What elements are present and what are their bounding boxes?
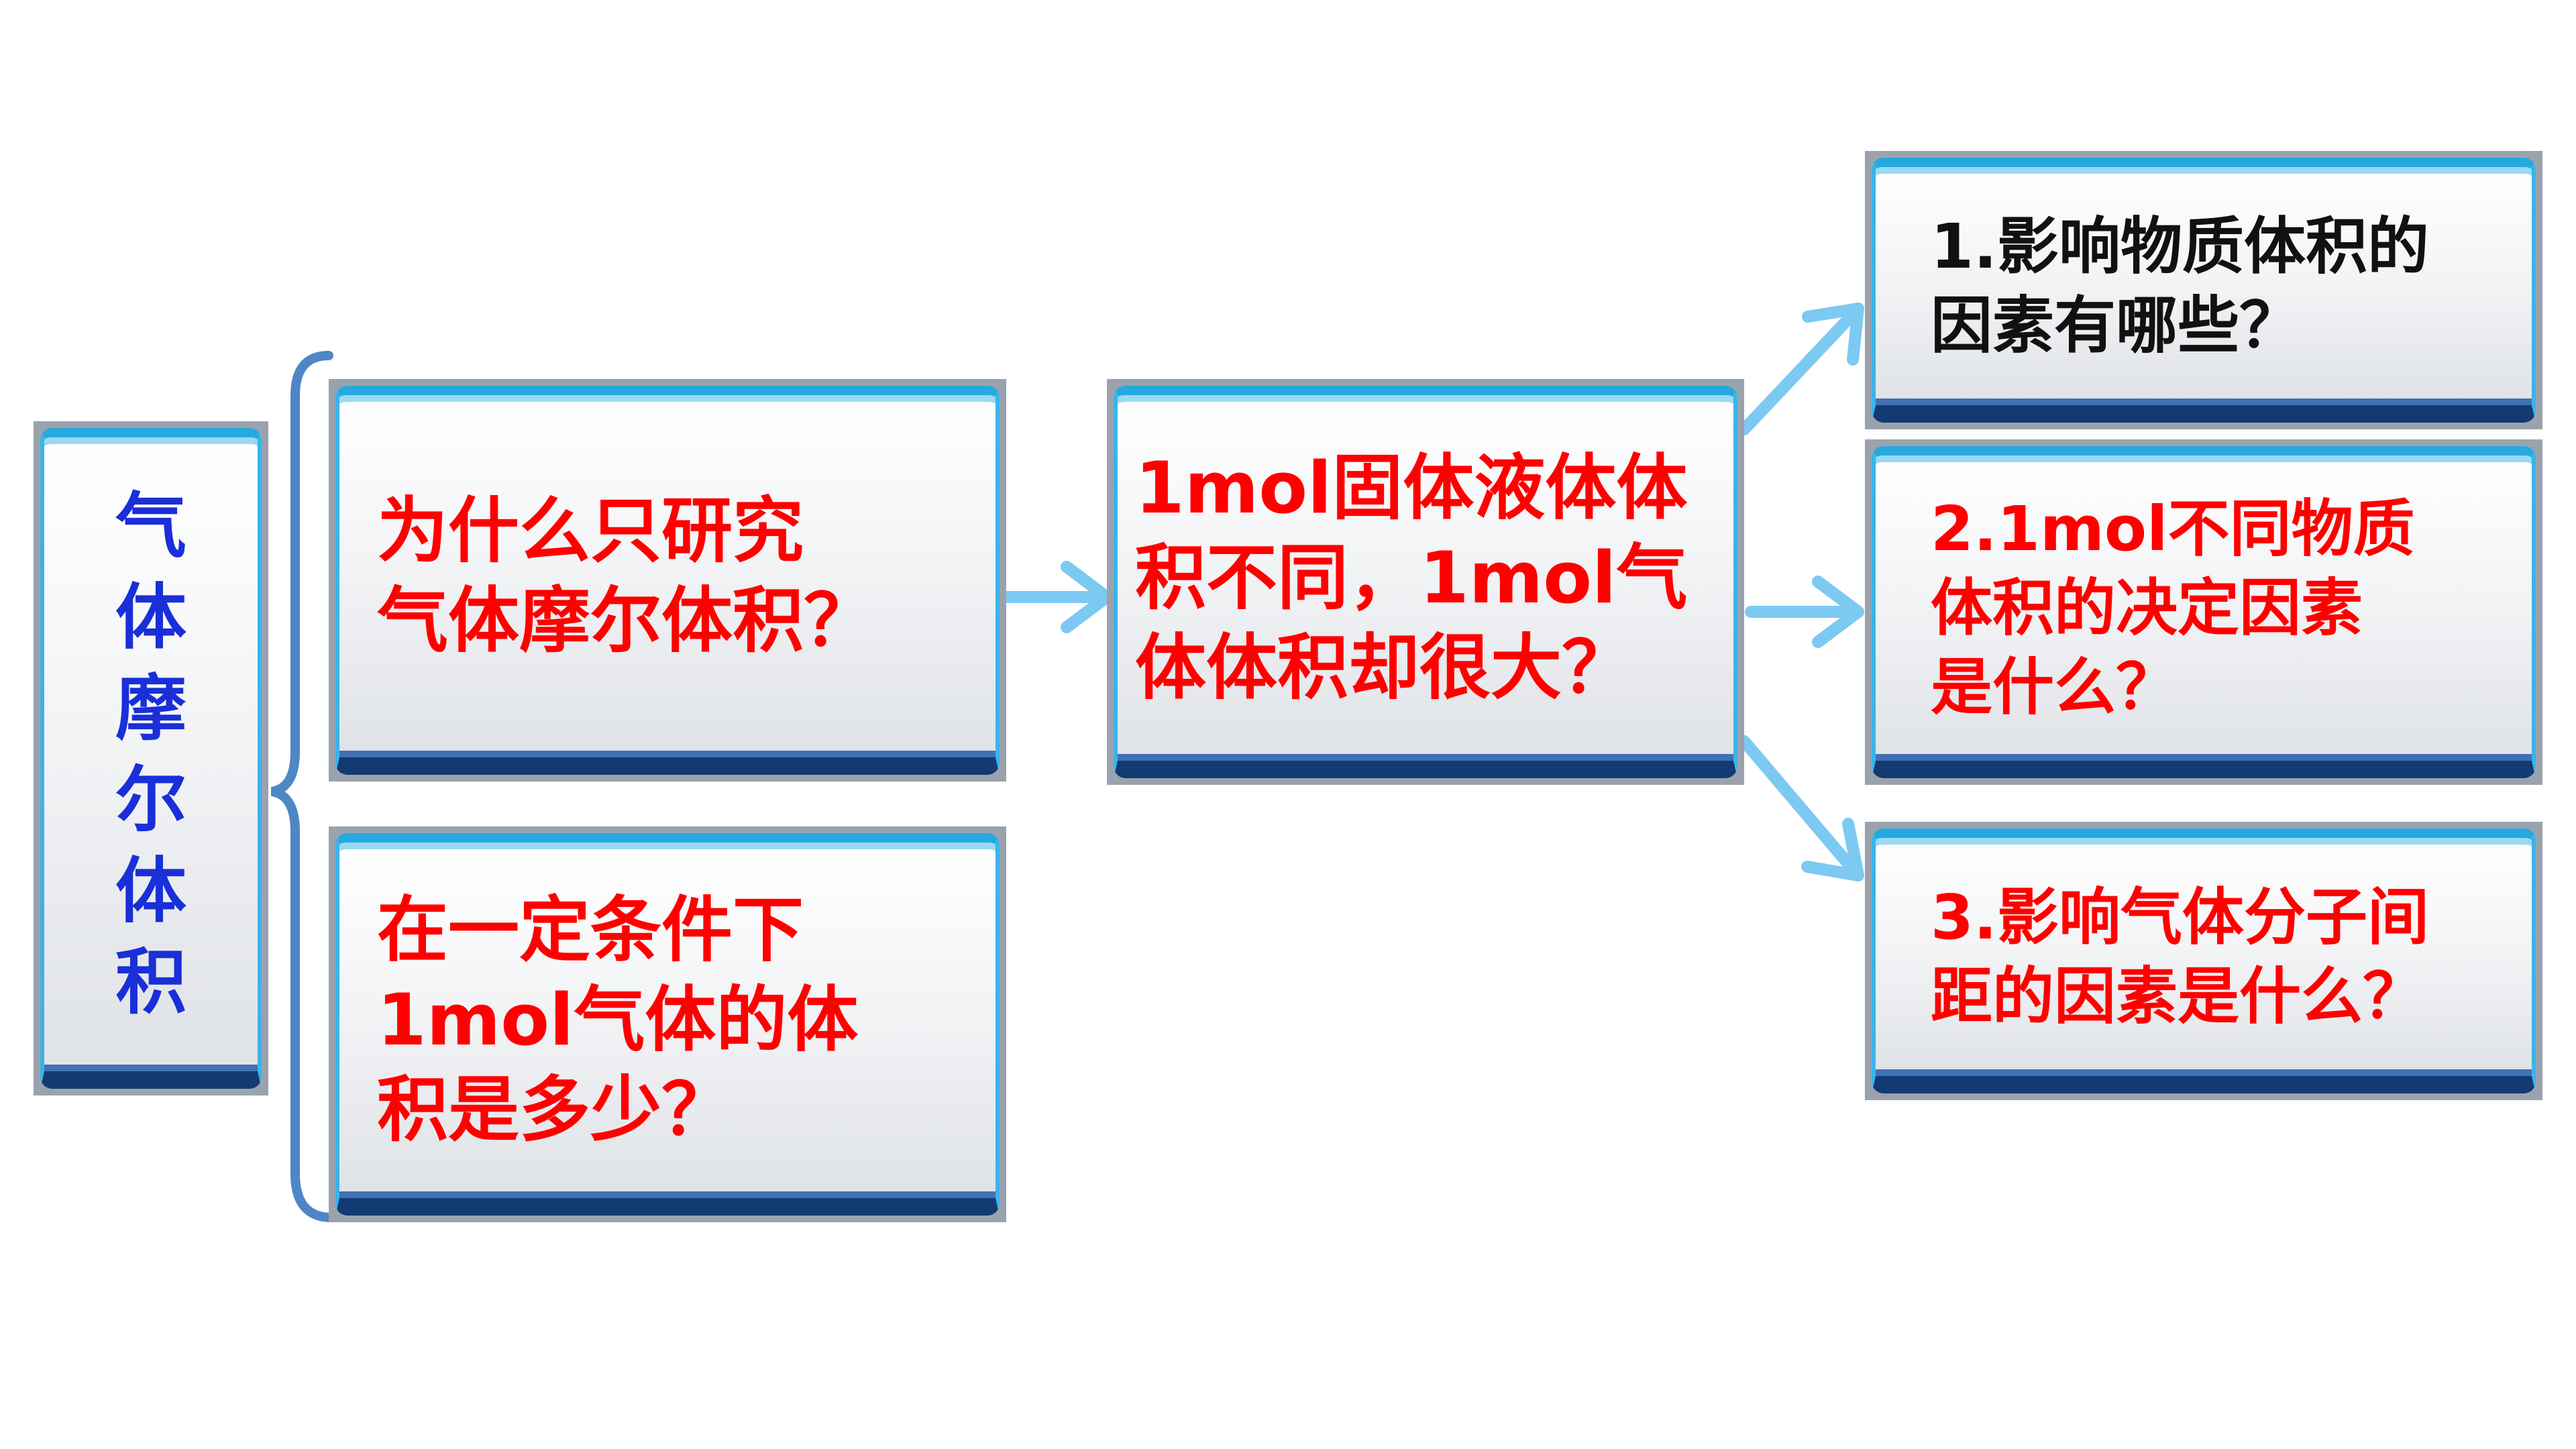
arrow-to-right-2 [1745, 576, 1864, 648]
right-question-box-1: 1.影响物质体积的 因素有哪些？ [1865, 151, 2542, 429]
right-question-text-2: 2.1mol不同物质 体积的决定因素 是什么？ [1931, 492, 2415, 723]
left-question-box-1: 为什么只研究 气体摩尔体积？ [329, 379, 1006, 782]
title-box: 气 体 摩 尔 体 积 [34, 421, 268, 1095]
arrow-to-right-3 [1738, 735, 1864, 881]
left-question-text-2: 在一定条件下 1mol气体的体 积是多少？ [377, 889, 859, 1151]
arrow-to-right-1 [1738, 303, 1864, 435]
diagram-title: 气 体 摩 尔 体 积 [115, 484, 186, 1024]
right-question-box-3: 3.影响气体分子间 距的因素是什么？ [1865, 822, 2542, 1100]
right-question-text-1: 1.影响物质体积的 因素有哪些？ [1931, 210, 2429, 362]
curly-brace [270, 351, 337, 1222]
left-question-text-1: 为什么只研究 气体摩尔体积？ [377, 490, 875, 662]
center-question-text: 1mol固体液体体 积不同，1mol气 体体积却很大？ [1135, 446, 1688, 709]
right-question-box-2: 2.1mol不同物质 体积的决定因素 是什么？ [1865, 439, 2542, 785]
center-question-box: 1mol固体液体体 积不同，1mol气 体体积却很大？ [1107, 379, 1744, 785]
arrow-to-center [1000, 561, 1113, 633]
left-question-box-2: 在一定条件下 1mol气体的体 积是多少？ [329, 826, 1006, 1222]
right-question-text-3: 3.影响气体分子间 距的因素是什么？ [1931, 881, 2429, 1032]
